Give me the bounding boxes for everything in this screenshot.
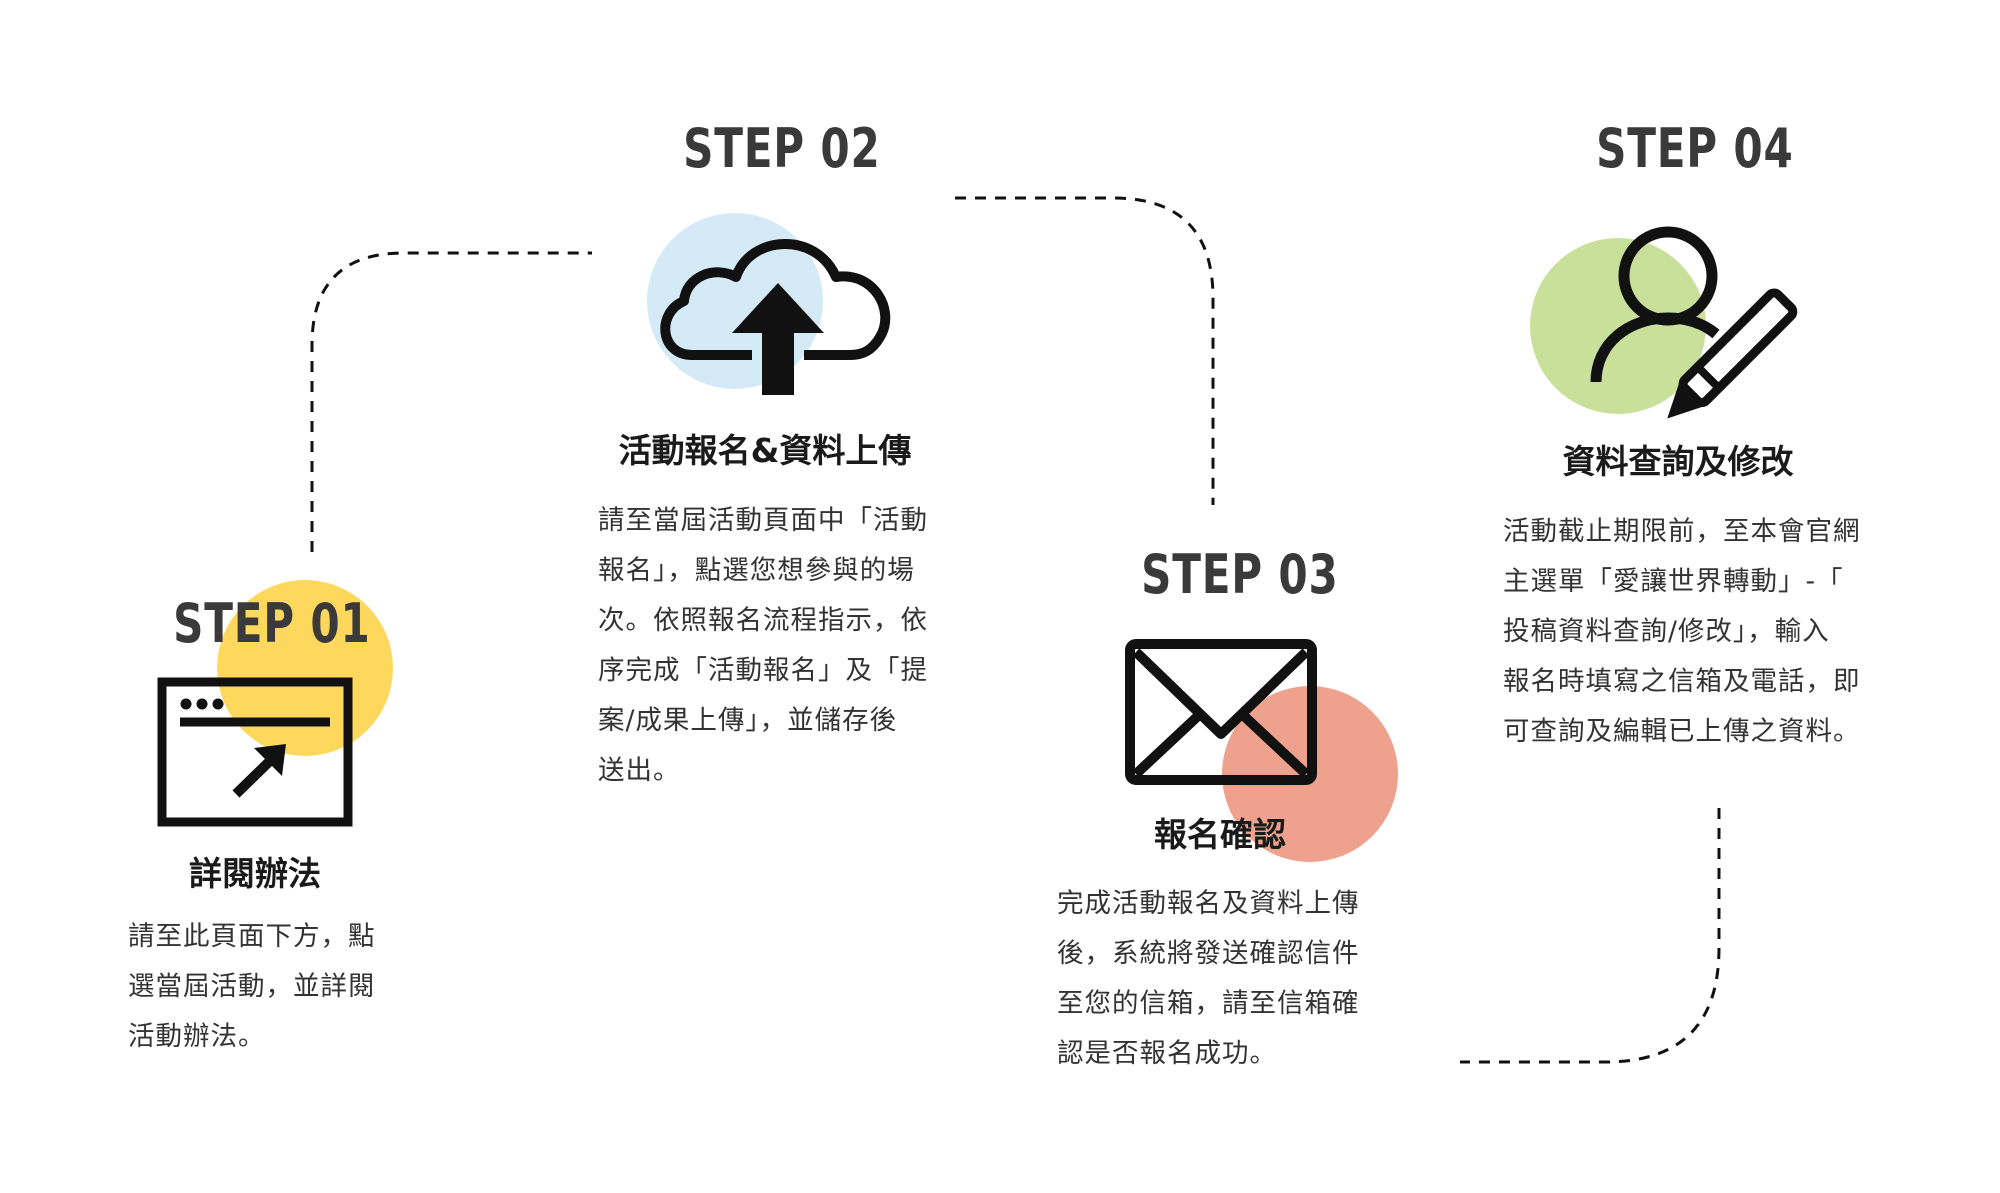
envelope-icon <box>1125 639 1398 862</box>
step-02-line: 請至當屆活動頁面中「活動 <box>598 505 928 536</box>
step-03-line: 完成活動報名及資料上傳 <box>1057 888 1360 919</box>
step-03-description: 完成活動報名及資料上傳 後，系統將發送確認信件 至您的信箱，請至信箱確 認是否報… <box>1057 879 1360 1079</box>
step-02-line: 報名」，點選您想參與的場 <box>598 555 915 586</box>
step-01-heading: 詳閱辦法 <box>189 854 321 893</box>
step-03-line: 認是否報名成功。 <box>1057 1038 1277 1069</box>
step-04-line: 投稿資料查詢/修改」，輸入 <box>1503 616 1830 647</box>
step-04-accent-circle <box>1530 238 1706 414</box>
step-03-heading: 報名確認 <box>1154 815 1286 854</box>
step-04-label: STEP 04 <box>1596 117 1794 180</box>
connector-step1-step2 <box>310 251 592 552</box>
step-03-line: 後，系統將發送確認信件 <box>1057 938 1360 969</box>
step-02-line: 次。依照報名流程指示，依 <box>598 605 928 636</box>
step-03-line: 至您的信箱，請至信箱確 <box>1057 988 1360 1019</box>
step-04-description: 活動截止期限前，至本會官網 主選單「愛讓世界轉動」-「 投稿資料查詢/修改」，輸… <box>1503 507 1861 757</box>
connector-step2-step3 <box>955 196 1215 505</box>
step-01-label: STEP 01 <box>173 592 371 655</box>
step-02-line: 序完成「活動報名」及「提 <box>598 655 928 686</box>
user-edit-icon <box>1530 226 1798 419</box>
step-02-accent-circle <box>647 213 823 389</box>
step-01-line: 選當屆活動，並詳閱 <box>128 971 376 1002</box>
step-01-line: 請至此頁面下方，點 <box>128 921 376 952</box>
step-04-line: 主選單「愛讓世界轉動」-「 <box>1503 566 1844 597</box>
step-02-description: 請至當屆活動頁面中「活動 報名」，點選您想參與的場 次。依照報名流程指示，依 序… <box>598 496 928 796</box>
step-04-heading: 資料查詢及修改 <box>1562 442 1794 481</box>
step-01-line: 活動辦法。 <box>128 1021 266 1052</box>
step-02-label: STEP 02 <box>683 117 881 180</box>
browser-cursor-icon <box>157 580 393 827</box>
step-02-line: 送出。 <box>598 755 681 786</box>
step-01-description: 請至此頁面下方，點 選當屆活動，並詳閱 活動辦法。 <box>128 912 376 1062</box>
step-02-heading: 活動報名&資料上傳 <box>618 431 912 470</box>
step-02-line: 案/成果上傳」，並儲存後 <box>598 705 898 736</box>
connector-step3-step4 <box>1460 808 1721 1064</box>
cloud-upload-icon <box>647 213 891 395</box>
step-04-line: 報名時填寫之信箱及電話，即 <box>1503 666 1861 697</box>
step-04-line: 活動截止期限前，至本會官網 <box>1503 516 1861 547</box>
step-03-label: STEP 03 <box>1141 543 1339 606</box>
step-04-line: 可查詢及編輯已上傳之資料。 <box>1503 716 1861 747</box>
